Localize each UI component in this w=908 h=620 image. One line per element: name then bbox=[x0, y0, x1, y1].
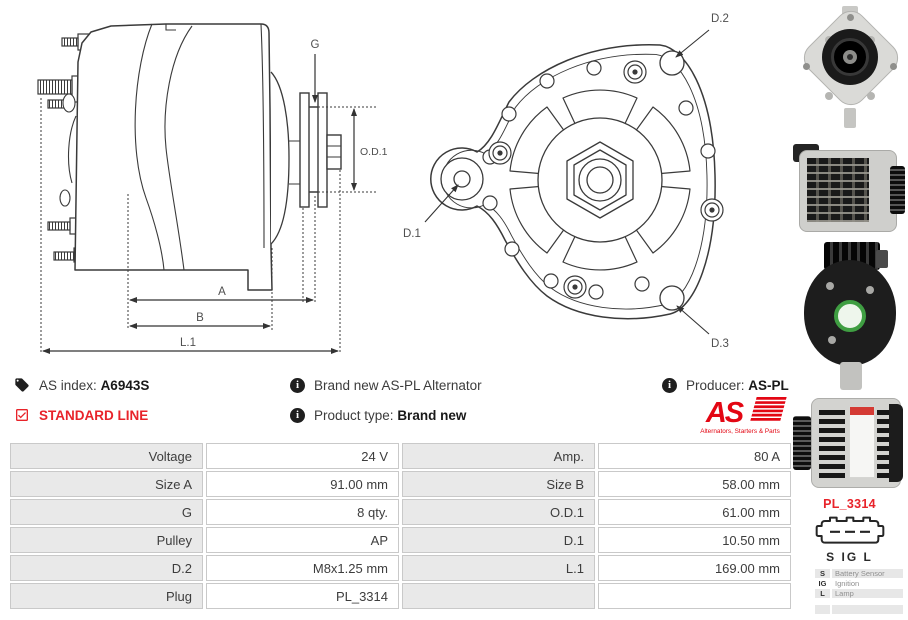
legend-pin: L bbox=[815, 589, 830, 598]
legend-desc: Ignition bbox=[835, 579, 860, 588]
product-photo-side-left bbox=[793, 394, 905, 490]
alternator-side-body bbox=[74, 23, 290, 291]
spec-label: Plug bbox=[10, 583, 203, 609]
shaft-nut bbox=[537, 117, 663, 243]
photo-column: PL_3314 S IG L S Battery Sensor IG Ignit… bbox=[791, 0, 908, 620]
label-d1: D.1 bbox=[403, 228, 421, 240]
label-d3: D.3 bbox=[711, 338, 729, 350]
info-icon: i bbox=[290, 407, 305, 423]
plug-name: PL_3314 bbox=[823, 497, 876, 511]
dimension-lines bbox=[42, 54, 357, 354]
logo-tagline: Alternators, Starters & Parts bbox=[700, 428, 780, 435]
product-info: AS index: A6943S i Brand new AS-PL Alter… bbox=[14, 370, 791, 430]
plug-legend: S Battery Sensor IG Ignition L Lamp bbox=[815, 569, 903, 615]
standard-line-label: STANDARD LINE bbox=[39, 407, 149, 423]
spec-label: Size A bbox=[10, 471, 203, 497]
table-row: Pulley AP D.1 10.50 mm bbox=[10, 527, 791, 553]
dim-label-l1: L.1 bbox=[180, 337, 196, 349]
spec-value: 8 qty. bbox=[206, 499, 399, 525]
front-view-drawing: D.2 D.1 D.3 bbox=[403, 13, 729, 350]
spec-value: 58.00 mm bbox=[598, 471, 791, 497]
spec-value: 61.00 mm bbox=[598, 499, 791, 525]
legend-row: IG Ignition bbox=[815, 579, 903, 588]
cooling-slots bbox=[509, 89, 691, 271]
spec-label: G bbox=[10, 499, 203, 525]
plug-pins-label: S IG L bbox=[826, 550, 873, 564]
spec-label: D.1 bbox=[402, 527, 595, 553]
spec-label: Size B bbox=[402, 471, 595, 497]
legend-pin: IG bbox=[818, 579, 827, 588]
spec-label: L.1 bbox=[402, 555, 595, 581]
as-pl-logo: AS Alternators, Starters & Parts bbox=[700, 397, 787, 435]
legend-row-empty bbox=[815, 605, 903, 614]
table-row: G 8 qty. O.D.1 61.00 mm bbox=[10, 499, 791, 525]
dim-label-g: G bbox=[311, 39, 320, 51]
pulley bbox=[299, 92, 342, 208]
legend-desc: Lamp bbox=[832, 589, 903, 598]
legend-row: S Battery Sensor bbox=[815, 569, 903, 578]
checkbox-checked-icon bbox=[16, 409, 28, 421]
spec-label: Amp. bbox=[402, 443, 595, 469]
producer-label: Producer: bbox=[686, 377, 745, 393]
product-type-value: Brand new bbox=[397, 407, 467, 423]
spec-label bbox=[402, 583, 595, 609]
producer: i Producer: AS-PL bbox=[662, 377, 791, 393]
info-icon: i bbox=[662, 377, 677, 393]
screw-bosses bbox=[488, 60, 724, 299]
spec-label: Voltage bbox=[10, 443, 203, 469]
standard-line: STANDARD LINE bbox=[14, 407, 290, 423]
table-row: Voltage 24 V Amp. 80 A bbox=[10, 443, 791, 469]
dim-label-od1: O.D.1 bbox=[360, 146, 388, 158]
spec-value: 80 A bbox=[598, 443, 791, 469]
info-row-2: STANDARD LINE i Product type: Brand new bbox=[14, 400, 791, 430]
side-body-details bbox=[59, 23, 300, 271]
brand-new-note: i Brand new AS-PL Alternator bbox=[290, 377, 662, 393]
dim-label-a: A bbox=[218, 286, 226, 298]
legend-desc: Battery Sensor bbox=[832, 569, 903, 578]
as-index: AS index: A6943S bbox=[14, 377, 290, 393]
hole-leaders bbox=[424, 29, 710, 335]
logo-stripes bbox=[750, 397, 787, 421]
extension-lines bbox=[40, 98, 376, 354]
dim-label-b: B bbox=[196, 312, 204, 324]
brand-new-text: Brand new AS-PL Alternator bbox=[314, 377, 482, 393]
tag-icon bbox=[15, 378, 29, 392]
spec-table: Voltage 24 V Amp. 80 A Size A 91.00 mm S… bbox=[10, 443, 791, 611]
spec-value: 169.00 mm bbox=[598, 555, 791, 581]
spec-value: AP bbox=[206, 527, 399, 553]
product-photo-side-right bbox=[793, 140, 905, 236]
inner-contour bbox=[442, 53, 708, 310]
spec-value: 91.00 mm bbox=[206, 471, 399, 497]
spec-label: Pulley bbox=[10, 527, 203, 553]
spec-value: PL_3314 bbox=[206, 583, 399, 609]
info-row-1: AS index: A6943S i Brand new AS-PL Alter… bbox=[14, 370, 791, 400]
legend-row: L Lamp bbox=[815, 589, 903, 598]
spec-value: M8x1.25 mm bbox=[206, 555, 399, 581]
table-row: Plug PL_3314 bbox=[10, 583, 791, 609]
product-type-label: Product type: bbox=[314, 407, 394, 423]
spec-value bbox=[598, 583, 791, 609]
vent-holes bbox=[482, 60, 716, 300]
info-icon: i bbox=[290, 377, 305, 393]
spec-label: D.2 bbox=[10, 555, 203, 581]
table-row: D.2 M8x1.25 mm L.1 169.00 mm bbox=[10, 555, 791, 581]
side-view-drawing: G O.D.1 A B L.1 bbox=[37, 23, 388, 354]
producer-value: AS-PL bbox=[748, 377, 789, 393]
product-photo-rear bbox=[798, 240, 902, 392]
logo-text: AS bbox=[705, 397, 745, 429]
plug-connector-diagram bbox=[815, 516, 885, 544]
legend-pin: S bbox=[815, 569, 830, 578]
spec-label: O.D.1 bbox=[402, 499, 595, 525]
mounting-holes bbox=[440, 50, 685, 311]
label-d2: D.2 bbox=[711, 13, 729, 25]
spec-value: 10.50 mm bbox=[598, 527, 791, 553]
as-index-value: A6943S bbox=[100, 377, 150, 393]
spec-value: 24 V bbox=[206, 443, 399, 469]
product-photo-front bbox=[797, 4, 905, 136]
table-row: Size A 91.00 mm Size B 58.00 mm bbox=[10, 471, 791, 497]
product-type: i Product type: Brand new bbox=[290, 407, 662, 423]
as-index-label: AS index: bbox=[39, 377, 97, 393]
